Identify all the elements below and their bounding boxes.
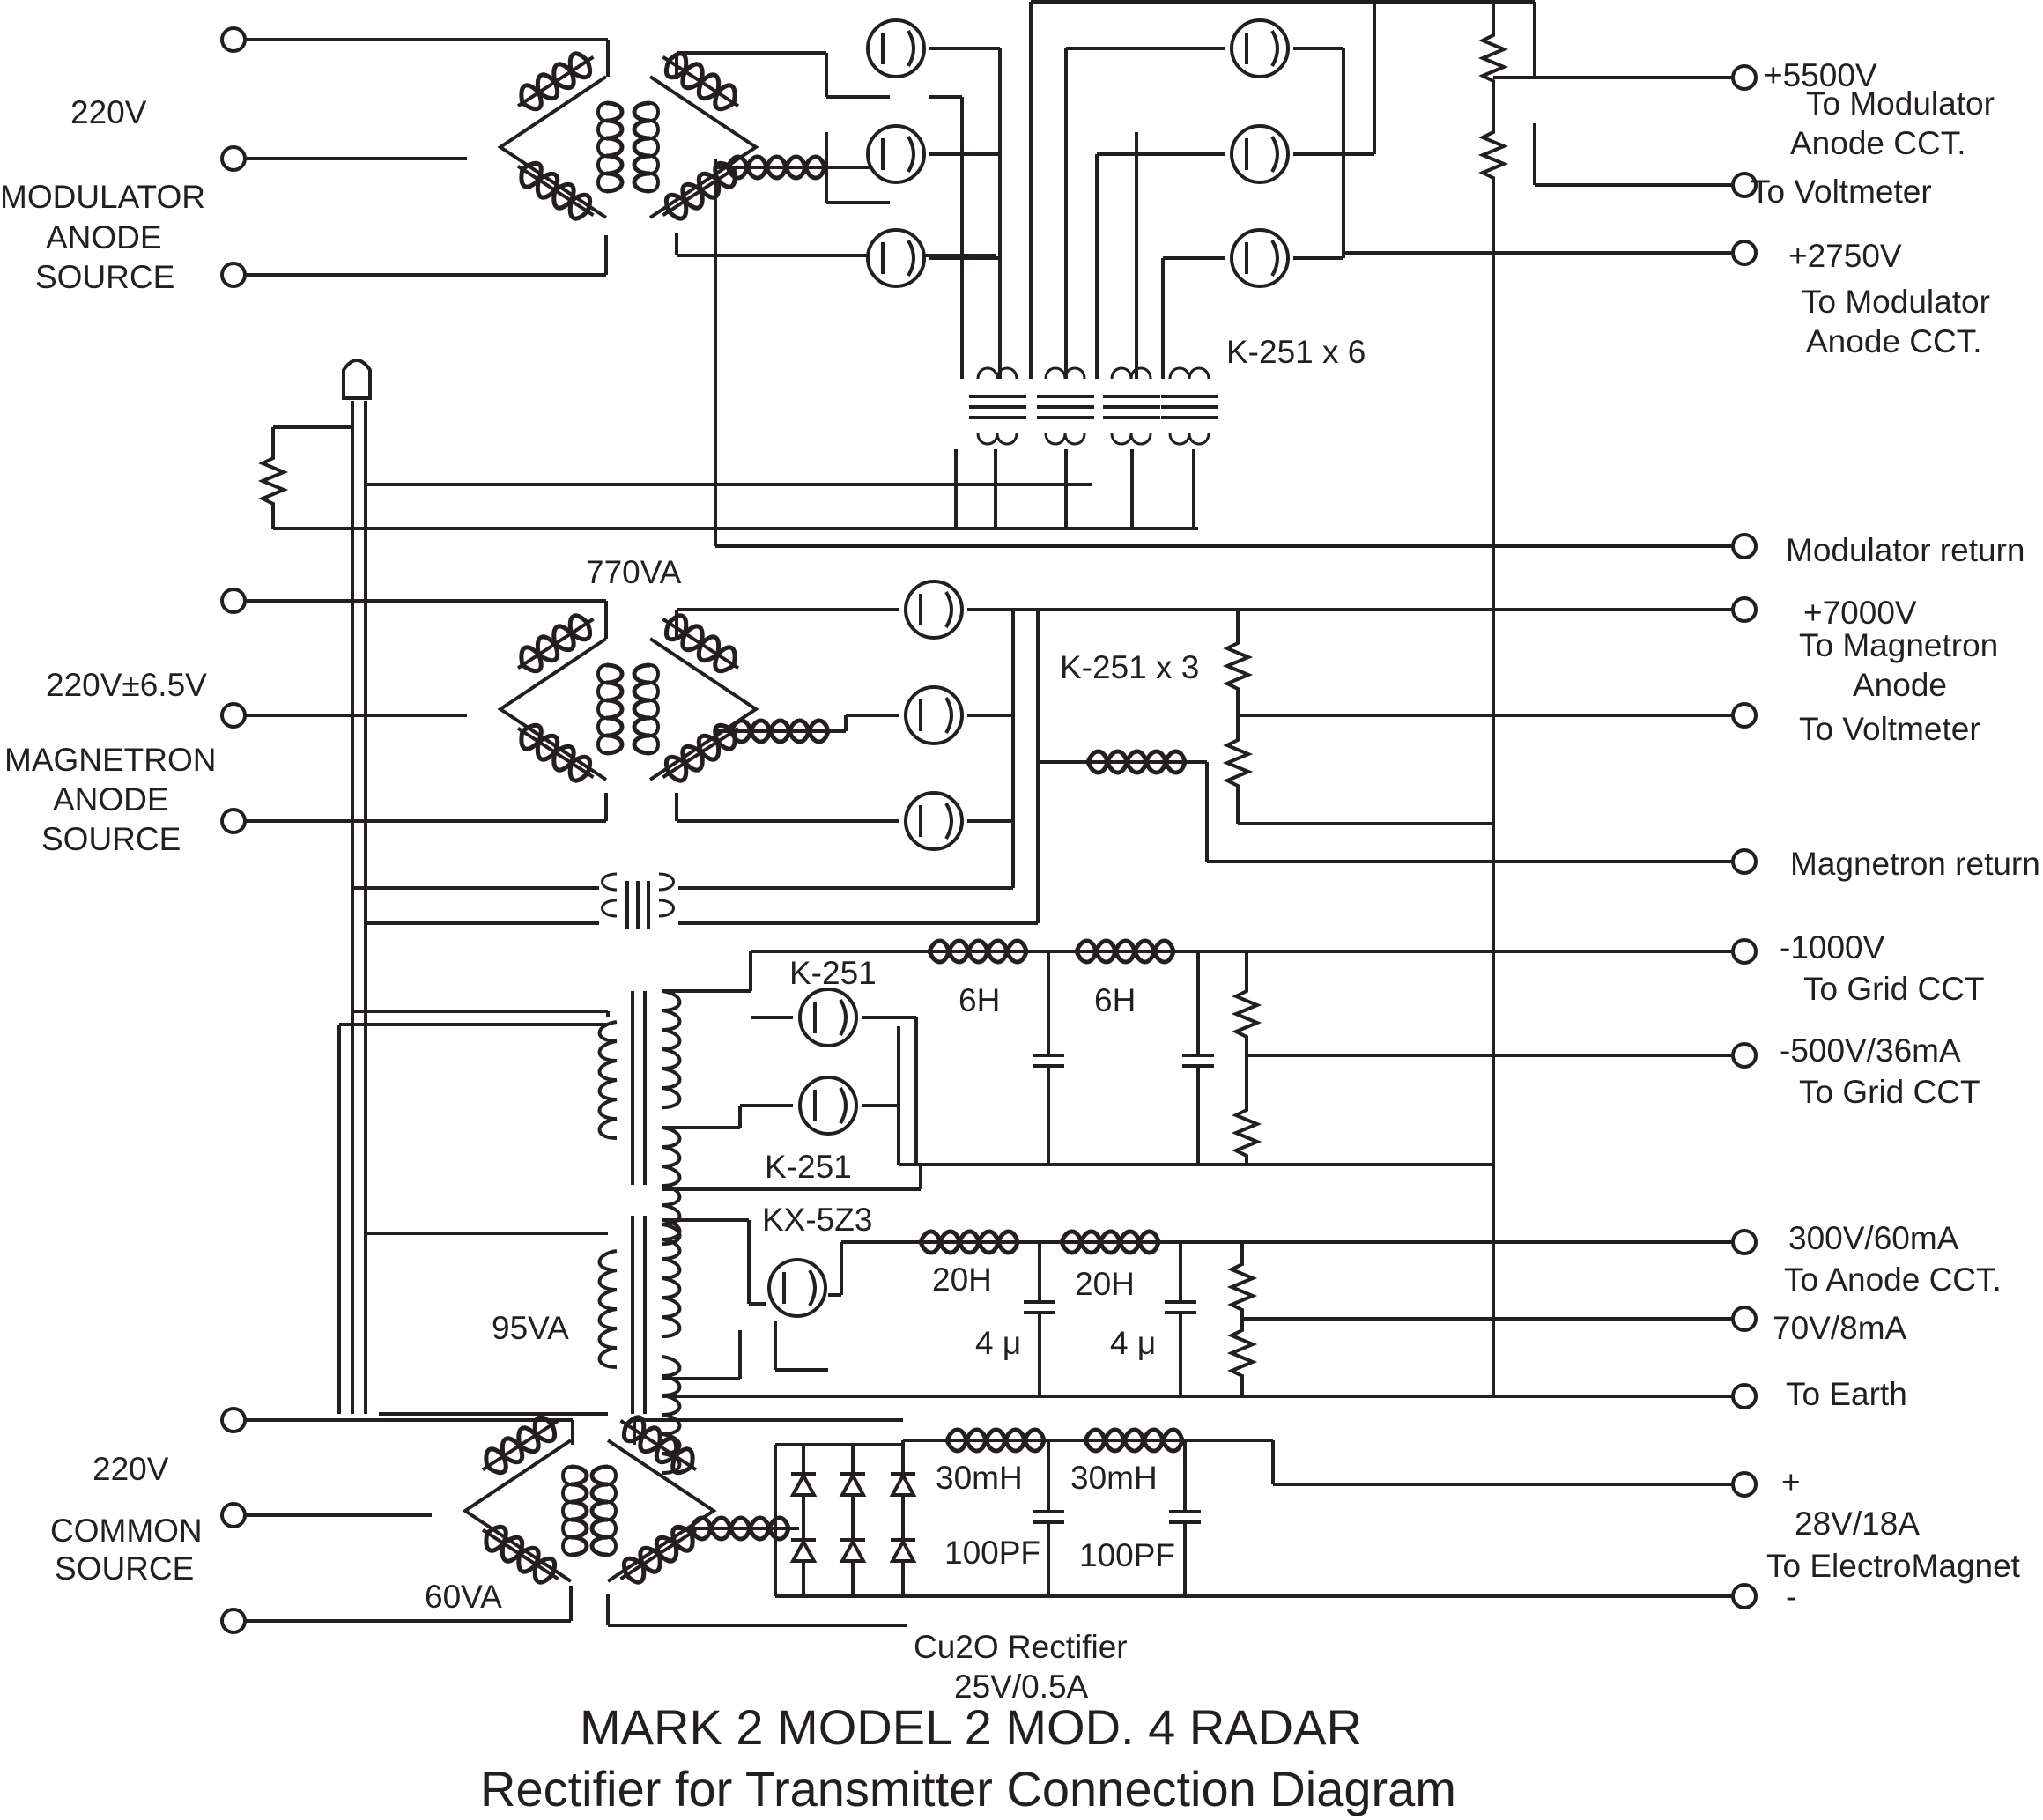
out-magnetron-anode-b: Anode	[1853, 667, 1947, 703]
out-mod-anode-1a: To Modulator	[1806, 85, 1995, 122]
modulator-source-name-line2: ANODE	[46, 219, 162, 255]
grid-bias-section	[337, 938, 1758, 1414]
common-source-section	[220, 1407, 1758, 1634]
magnetron-source-name-line3: SOURCE	[41, 821, 181, 857]
label-4u-2: 4 μ	[1110, 1325, 1156, 1361]
out-magnetron-anode-a: To Magnetron	[1799, 627, 1998, 663]
out-minus: -	[1786, 1579, 1796, 1615]
modulator-transformer-primary	[500, 46, 622, 226]
out-magnetron-return: Magnetron return	[1790, 846, 2040, 882]
out-mod-anode-2a: To Modulator	[1802, 284, 1990, 320]
label-k251-b: K-251	[765, 1149, 852, 1185]
filament-transformers	[366, 366, 1218, 530]
modulator-transformer-secondary	[634, 46, 756, 226]
modulator-output-terminals	[1731, 64, 1758, 559]
output-labels: +5500V To Modulator Anode CCT. To Voltme…	[1751, 57, 2040, 1615]
out-minus1000: -1000V	[1780, 929, 1885, 965]
label-6h-2: 6H	[1094, 982, 1136, 1018]
out-modulator-return: Modulator return	[1786, 532, 2024, 568]
label-k251-a: K-251	[789, 955, 877, 991]
magnetron-source-name-line2: ANODE	[53, 781, 169, 818]
magnetron-source-voltage: 220V±6.5V	[46, 667, 207, 703]
out-electromagnet: To ElectroMagnet	[1766, 1548, 2021, 1584]
label-cu2o-rectifier: Cu2O Rectifier	[914, 1629, 1128, 1665]
out-voltmeter-1: To Voltmeter	[1751, 174, 1932, 210]
label-4u-1: 4 μ	[975, 1325, 1021, 1361]
label-tubes-6: K-251 x 6	[1226, 334, 1366, 370]
component-labels: K-251 x 6 K-251 x 3 770VA K-251 K-251 6H…	[425, 334, 1366, 1705]
label-20h-1: 20H	[932, 1261, 992, 1298]
out-grid-1: To Grid CCT	[1803, 971, 1985, 1007]
out-plus5500: +5500V	[1764, 57, 1877, 93]
common-source-name-line2: SOURCE	[55, 1550, 194, 1587]
modulator-source-name-line3: SOURCE	[35, 259, 174, 295]
diagram-subtitle: Rectifier for Transmitter Connection Dia…	[480, 1761, 1456, 1816]
anode-supply-section	[366, 1216, 1758, 1475]
label-100pf-1: 100PF	[944, 1535, 1040, 1571]
label-20h-2: 20H	[1075, 1266, 1135, 1302]
label-770va: 770VA	[586, 554, 682, 590]
label-95va: 95VA	[492, 1310, 569, 1346]
out-earth: To Earth	[1786, 1376, 1907, 1412]
out-anode-cct: To Anode CCT.	[1784, 1261, 2002, 1298]
label-tubes-3: K-251 x 3	[1060, 649, 1199, 685]
out-minus500: -500V/36mA	[1780, 1032, 1961, 1069]
pilot-lamp-block	[261, 359, 956, 1414]
label-30mh-2: 30mH	[1070, 1460, 1158, 1496]
modulator-tube-wiring	[929, 0, 1535, 379]
label-100pf-2: 100PF	[1079, 1537, 1175, 1573]
out-v300: 300V/60mA	[1788, 1220, 1959, 1256]
modulator-input-wiring	[220, 26, 610, 288]
source-labels: 220V MODULATOR ANODE SOURCE 220V±6.5V MA…	[0, 94, 217, 1587]
out-v28: 28V/18A	[1795, 1506, 1920, 1542]
common-source-name-line1: COMMON	[50, 1513, 203, 1549]
label-30mh-1: 30mH	[936, 1460, 1023, 1496]
modulator-source-name-line1: MODULATOR	[0, 179, 205, 215]
magnetron-section	[220, 580, 1758, 929]
out-v70: 70V/8mA	[1773, 1310, 1907, 1346]
out-voltmeter-2: To Voltmeter	[1799, 711, 1980, 747]
modulator-tubes-left	[866, 18, 926, 288]
label-cu2o-rating: 25V/0.5A	[954, 1668, 1089, 1705]
label-kx5z3: KX-5Z3	[762, 1202, 872, 1238]
modulator-source-voltage: 220V	[70, 94, 147, 130]
common-source-voltage: 220V	[93, 1451, 169, 1487]
modulator-divider-resistors	[714, 2, 1744, 1396]
modulator-tubes-right	[1230, 18, 1290, 288]
label-60va: 60VA	[425, 1579, 502, 1615]
out-plus7000: +7000V	[1803, 595, 1917, 631]
magnetron-filament-transformer	[352, 872, 1038, 929]
out-grid-2: To Grid CCT	[1799, 1074, 1980, 1110]
modulator-section	[220, 0, 1758, 1396]
out-plus: +	[1781, 1464, 1801, 1500]
cu2o-rectifier-bridge	[789, 1445, 917, 1596]
out-mod-anode-2b: Anode CCT.	[1806, 323, 1982, 359]
out-mod-anode-1b: Anode CCT.	[1790, 125, 1966, 161]
out-plus2750: +2750V	[1788, 238, 1902, 274]
magnetron-source-name-line1: MAGNETRON	[4, 742, 217, 778]
title-block: MARK 2 MODEL 2 MOD. 4 RADAR Rectifier fo…	[480, 1699, 1456, 1816]
label-6h-1: 6H	[959, 982, 1000, 1018]
diagram-title: MARK 2 MODEL 2 MOD. 4 RADAR	[580, 1699, 1362, 1755]
